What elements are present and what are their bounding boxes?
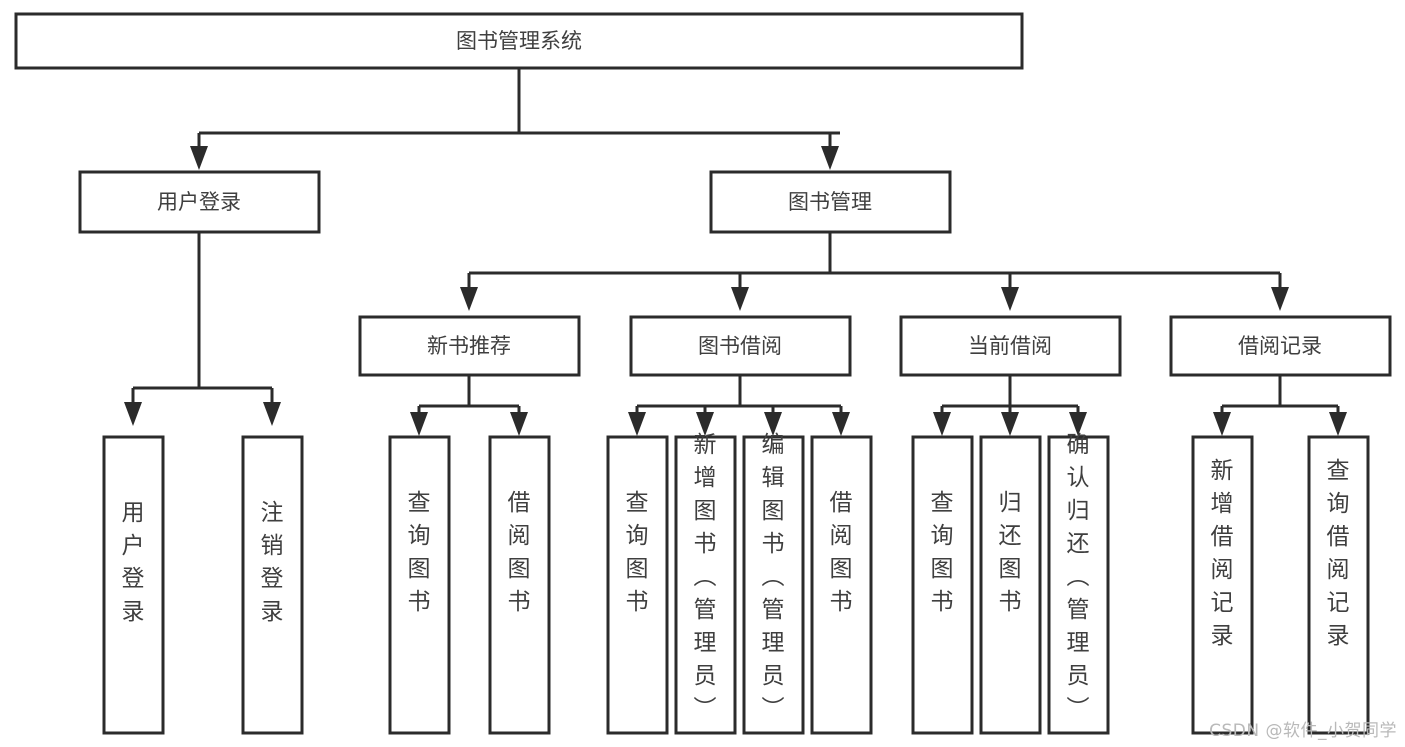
node-leaf[interactable]: 借阅图书	[488, 435, 551, 735]
node-new-book-recommend[interactable]: 新书推荐	[358, 315, 581, 377]
node-leaf-box[interactable]	[810, 435, 873, 735]
node-user-login-label: 用户登录	[157, 190, 241, 214]
node-leaf[interactable]: 编辑图书︵管理员︶	[742, 432, 805, 735]
node-leaf-box[interactable]	[1047, 435, 1110, 735]
node-leaf-box[interactable]	[674, 435, 737, 735]
node-book-borrow[interactable]: 图书借阅	[629, 315, 852, 377]
arrowhead-newbook-c1	[410, 412, 428, 436]
node-leaf-box[interactable]	[1307, 435, 1370, 735]
connector-layer	[124, 68, 1347, 436]
node-leaf-label: 查询借阅记录	[1327, 458, 1350, 649]
node-leaf[interactable]: 归还图书	[979, 435, 1042, 735]
node-leaf[interactable]: 新增借阅记录	[1191, 435, 1254, 735]
node-leaf-box[interactable]	[241, 435, 304, 735]
node-leaf-box[interactable]	[102, 435, 165, 735]
node-root[interactable]: 图书管理系统	[14, 12, 1024, 70]
node-borrow-record-box[interactable]	[1169, 315, 1392, 377]
arrowhead-bookmanage-c4	[1271, 287, 1289, 311]
node-leaf-box[interactable]	[388, 435, 451, 735]
node-leaf-box[interactable]	[488, 435, 551, 735]
arrowhead-to-book-manage	[821, 146, 839, 170]
node-leaf-label: 编辑图书︵管理员︶	[762, 432, 785, 722]
arrowhead-userlogin-c1	[124, 402, 142, 426]
node-leaf-box[interactable]	[1191, 435, 1254, 735]
node-book-borrow-label: 图书借阅	[698, 334, 782, 358]
arrowhead-bookmanage-c2	[731, 287, 749, 311]
node-leaf-label: 借阅图书	[830, 490, 853, 615]
arrowhead-bookmanage-c1	[460, 287, 478, 311]
node-user-login[interactable]: 用户登录	[78, 170, 321, 234]
node-leaf-box[interactable]	[979, 435, 1042, 735]
node-new-book-recommend-label: 新书推荐	[427, 334, 511, 358]
node-leaf-label: 新增图书︵管理员︶	[694, 432, 717, 722]
node-root-label: 图书管理系统	[456, 29, 582, 53]
arrowhead-bookborrow-c4	[832, 412, 850, 436]
node-new-book-recommend-box[interactable]	[358, 315, 581, 377]
node-leaf-label: 查询图书	[931, 490, 954, 615]
node-leaf[interactable]: 新增图书︵管理员︶	[674, 432, 737, 735]
node-leaf-box[interactable]	[606, 435, 669, 735]
node-leaf[interactable]: 查询图书	[606, 435, 669, 735]
node-leaf[interactable]: 注销登录	[241, 435, 304, 735]
node-borrow-record[interactable]: 借阅记录	[1169, 315, 1392, 377]
node-leaf[interactable]: 确认归还︵管理员︶	[1047, 432, 1110, 735]
node-leaf[interactable]: 借阅图书	[810, 435, 873, 735]
node-leaf-label: 归还图书	[999, 490, 1022, 615]
node-leaf-box[interactable]	[742, 435, 805, 735]
node-book-manage[interactable]: 图书管理	[709, 170, 952, 234]
node-book-manage-label: 图书管理	[788, 190, 872, 214]
node-user-login-box[interactable]	[78, 170, 321, 234]
node-leaf[interactable]: 查询借阅记录	[1307, 435, 1370, 735]
node-leaf[interactable]: 用户登录	[102, 435, 165, 735]
node-book-manage-box[interactable]	[709, 170, 952, 234]
node-borrow-record-label: 借阅记录	[1238, 334, 1322, 358]
arrowhead-userlogin-c2	[263, 402, 281, 426]
arrowhead-currentborrow-c2	[1001, 412, 1019, 436]
arrowhead-newbook-c2	[510, 412, 528, 436]
node-root-box[interactable]	[14, 12, 1024, 70]
arrowhead-borrowrecord-c2	[1329, 412, 1347, 436]
node-current-borrow-label: 当前借阅	[968, 334, 1052, 358]
node-leaf-box[interactable]	[911, 435, 974, 735]
node-current-borrow[interactable]: 当前借阅	[899, 315, 1122, 377]
node-leaf-label: 查询图书	[626, 490, 649, 615]
arrowhead-borrowrecord-c1	[1213, 412, 1231, 436]
node-book-borrow-box[interactable]	[629, 315, 852, 377]
node-leaf-label: 注销登录	[261, 500, 284, 625]
node-leaf-label: 用户登录	[122, 500, 145, 625]
node-current-borrow-box[interactable]	[899, 315, 1122, 377]
node-leaf-label: 查询图书	[408, 490, 431, 615]
node-leaf[interactable]: 查询图书	[911, 435, 974, 735]
node-leaf-label: 确认归还︵管理员︶	[1067, 432, 1090, 722]
arrowhead-bookmanage-c3	[1001, 287, 1019, 311]
node-leaf-label: 新增借阅记录	[1211, 458, 1234, 649]
arrowhead-to-user-login	[190, 146, 208, 170]
node-leaf-label: 借阅图书	[508, 490, 531, 615]
node-leaf[interactable]: 查询图书	[388, 435, 451, 735]
arrowhead-currentborrow-c1	[933, 412, 951, 436]
arrowhead-bookborrow-c1	[628, 412, 646, 436]
